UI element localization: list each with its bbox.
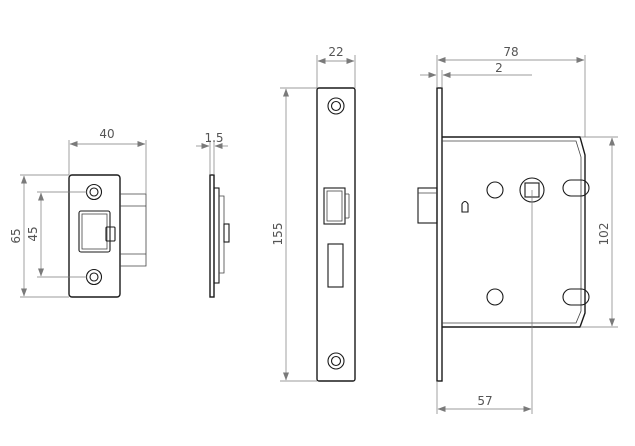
dim-label: 2 [495,61,503,75]
screw-hole [85,268,103,286]
keyhole [461,200,469,213]
fixing-hole [486,288,504,306]
dim-label: 22 [328,45,343,59]
dim-label: 1.5 [204,131,223,145]
tubular-latch-front-view [68,174,147,298]
dim-latch-thickness: 1.5 [196,131,228,175]
dim-label: 40 [99,127,114,141]
deadbolt-slot [327,243,344,288]
dim-label: 45 [26,226,40,241]
dim-latch-width: 40 [68,127,147,194]
dim-backset: 57 [436,190,533,414]
screw-hole [327,97,345,115]
faceplate-front-view [316,87,356,382]
dim-faceplate-height: 155 [271,87,317,382]
dim-latch-height: 65 [9,174,69,298]
latch-side-view [209,174,230,298]
slot [562,179,590,197]
fixing-hole [486,181,504,199]
dim-label: 102 [597,223,611,246]
lock-body-side-view [417,87,590,382]
dim-forend-offset: 2 [420,61,532,88]
dim-label: 57 [477,394,492,408]
dim-body-height: 102 [580,136,618,328]
latch-bolt [323,187,346,225]
dim-label: 65 [9,228,23,243]
dim-body-depth: 78 [436,45,586,137]
screw-hole [327,352,345,370]
dim-label: 78 [503,45,518,59]
screw-hole [85,183,103,201]
dim-latch-hole-spacing: 45 [26,191,87,278]
dim-faceplate-width: 22 [316,45,356,88]
latch-bolt [417,187,438,224]
dim-label: 155 [271,223,285,246]
slot [562,288,590,306]
